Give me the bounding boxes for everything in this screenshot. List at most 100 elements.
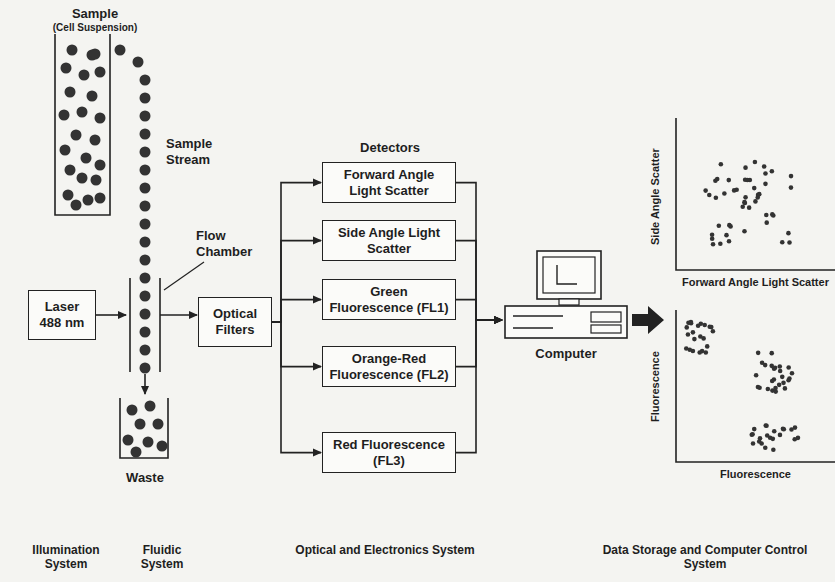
dot (780, 375, 785, 380)
dot (63, 190, 74, 201)
dot (710, 236, 715, 241)
waste-tube (120, 398, 168, 458)
dot (743, 195, 748, 200)
label: Fluidic System (132, 543, 192, 572)
dot (83, 195, 94, 206)
node-text: Green Fluorescence (FL1) (328, 284, 450, 315)
dot (762, 164, 767, 169)
dot (782, 427, 787, 432)
connector (272, 183, 321, 322)
axis-label: Side Angle Scatter (649, 127, 662, 267)
dot (750, 432, 755, 437)
dot (722, 191, 727, 196)
dot (777, 383, 782, 388)
dot (65, 87, 76, 98)
process-box: Optical Filters (198, 297, 272, 347)
dot (77, 107, 88, 118)
connector (272, 322, 321, 367)
node-text: Side Angle Light Scatter (328, 225, 450, 256)
dot (140, 291, 151, 302)
label: Sample Stream (166, 136, 236, 167)
plot-axes (676, 310, 835, 462)
detector-box: Orange-Red Fluorescence (FL2) (322, 346, 456, 387)
dot (95, 67, 106, 78)
dot (71, 130, 82, 141)
dot (727, 223, 732, 228)
dot (702, 323, 707, 328)
dot (755, 195, 760, 200)
dot (786, 378, 791, 383)
dot (743, 165, 748, 170)
dot (752, 427, 757, 432)
dot (714, 195, 719, 200)
connector (272, 322, 321, 453)
dot (763, 423, 768, 428)
node-text: Red Fluorescence (FL3) (328, 437, 450, 468)
dot (700, 349, 705, 354)
dot (684, 325, 689, 330)
dot (732, 188, 737, 193)
dot (770, 169, 775, 174)
dot (786, 365, 791, 370)
dot (95, 160, 106, 171)
dot (140, 93, 151, 104)
arrow-to-waste (144, 374, 146, 394)
label: (Cell Suspension) (40, 22, 150, 34)
dot (772, 366, 777, 371)
dot (140, 165, 151, 176)
dot (140, 201, 151, 212)
dot (707, 324, 712, 329)
dot (79, 70, 90, 81)
label: Waste (117, 470, 173, 486)
dot (790, 371, 795, 376)
detector-box: Red Fluorescence (FL3) (322, 432, 456, 473)
dot (711, 329, 716, 334)
node-text: Forward Angle Light Scatter (328, 167, 450, 198)
label: Sample (50, 6, 140, 22)
dot (718, 241, 723, 246)
dot (696, 324, 701, 329)
dot (749, 432, 754, 437)
dot (757, 385, 762, 390)
dot (140, 273, 151, 284)
dot (792, 437, 797, 442)
dot (90, 49, 101, 60)
dot (778, 433, 783, 438)
computer: Computer (503, 248, 629, 361)
dot (140, 129, 151, 140)
dot (760, 360, 765, 365)
dot (742, 200, 747, 205)
dot (726, 178, 731, 183)
dot (698, 334, 703, 339)
dot (703, 188, 708, 193)
cells (59, 45, 106, 211)
dot (140, 111, 151, 122)
flow-chamber-wall (129, 278, 131, 372)
dot (71, 200, 82, 211)
dot (778, 369, 783, 374)
dot (145, 401, 156, 412)
dot (719, 162, 724, 167)
dot (787, 240, 792, 245)
dot (140, 255, 151, 266)
detector-box: Green Fluorescence (FL1) (322, 279, 456, 320)
connector (456, 320, 502, 367)
laser-box: Laser 488 nm (28, 290, 96, 340)
dot (140, 237, 151, 248)
connector (456, 320, 502, 453)
dot (753, 160, 758, 165)
dot (753, 199, 758, 204)
dot (770, 212, 775, 217)
dot (153, 419, 164, 430)
dot (684, 346, 689, 351)
dot (752, 186, 757, 191)
dot (90, 135, 101, 146)
dot (140, 183, 151, 194)
dot (727, 239, 732, 244)
dot (764, 213, 769, 218)
label: Flow Chamber (196, 228, 256, 259)
dot (759, 441, 764, 446)
dot (131, 447, 142, 458)
label: Optical and Electronics System (295, 543, 475, 557)
arrow-to-chamber (96, 314, 126, 316)
